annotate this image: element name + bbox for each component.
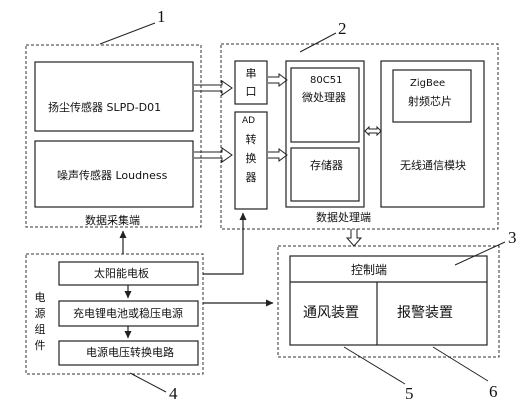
solar-panel-label: 太阳能电板 xyxy=(94,267,149,280)
power-title-char-2: 源 xyxy=(34,307,46,320)
memory-box xyxy=(290,147,360,202)
control-group xyxy=(277,245,500,358)
dust-sensor-label: 扬尘传感器 SLPD-D01 xyxy=(48,101,162,114)
callout-4: 4 xyxy=(169,384,178,403)
noise-sensor-box xyxy=(34,140,194,208)
mcu-inner-box xyxy=(290,67,360,143)
serial-port-box xyxy=(234,60,268,105)
serial-port-char-1: 串 xyxy=(245,67,257,80)
ventilation-label: 通风装置 xyxy=(303,305,359,321)
power-title-char-3: 组 xyxy=(34,323,46,336)
mcu-model: 80C51 xyxy=(310,75,343,86)
ad-char-3: 器 xyxy=(245,171,257,184)
ad-char-1: 转 xyxy=(245,133,257,146)
processing-title: 数据处理端 xyxy=(316,211,371,224)
wireless-module-label: 无线通信模块 xyxy=(400,159,466,172)
battery-label: 充电锂电池或稳压电源 xyxy=(73,307,183,320)
serial-port-char-2: 口 xyxy=(245,85,257,98)
zigbee-model: ZigBee xyxy=(410,78,446,89)
zigbee-label: 射频芯片 xyxy=(408,95,452,108)
control-title: 控制端 xyxy=(351,263,388,277)
serial-to-mcu-arrow xyxy=(268,73,288,87)
callout-5: 5 xyxy=(405,384,414,403)
acquisition-title: 数据采集端 xyxy=(85,214,140,227)
memory-label: 存储器 xyxy=(310,159,343,172)
mcu-label: 微处理器 xyxy=(302,91,346,104)
mcu-wireless-bidirectional-arrow xyxy=(364,125,382,137)
power-title-char-4: 件 xyxy=(34,339,46,352)
zigbee-box xyxy=(392,69,472,123)
converter-label: 电源电压转换电路 xyxy=(86,346,174,359)
ad-converter-box xyxy=(234,111,268,210)
ad-to-memory-arrow xyxy=(268,148,288,162)
battery-box xyxy=(58,300,199,327)
callout-2: 2 xyxy=(338,19,347,38)
noise-sensor-label: 噪声传感器 Loudness xyxy=(57,169,168,182)
control-box xyxy=(289,255,488,346)
noise-to-ad-arrow xyxy=(194,147,233,163)
callout-3: 3 xyxy=(508,228,517,247)
power-group xyxy=(25,253,204,375)
ad-prefix: AD xyxy=(242,116,256,126)
processing-group xyxy=(220,43,499,230)
callout-6: 6 xyxy=(489,382,498,401)
power-title-char-1: 电 xyxy=(34,291,46,304)
converter-box xyxy=(58,340,199,366)
ad-char-2: 换 xyxy=(245,152,257,165)
processing-to-control-arrow xyxy=(345,229,363,247)
dust-to-serial-arrow xyxy=(194,80,233,96)
callout-1: 1 xyxy=(157,7,166,26)
alarm-label: 报警装置 xyxy=(397,305,453,321)
acquisition-group xyxy=(25,44,202,228)
dust-sensor-box xyxy=(34,61,194,132)
